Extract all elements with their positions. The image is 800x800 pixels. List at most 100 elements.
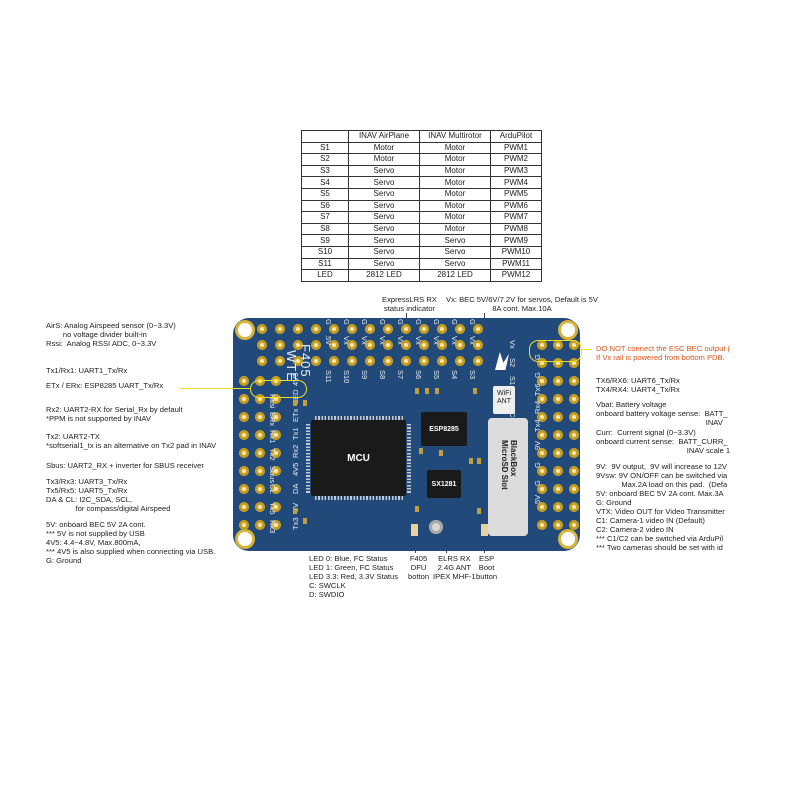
right-pad-mid[interactable] [553, 340, 563, 350]
right-pad-inner[interactable] [537, 448, 547, 458]
top-signal-pad[interactable] [437, 356, 447, 366]
top-ground-pad[interactable] [365, 324, 375, 334]
top-signal-pad[interactable] [293, 356, 303, 366]
top-signal-pad[interactable] [257, 356, 267, 366]
top-signal-pad[interactable] [347, 356, 357, 366]
left-pad-mid[interactable] [255, 394, 265, 404]
top-ground-pad[interactable] [311, 324, 321, 334]
top-signal-pad[interactable] [329, 356, 339, 366]
right-pad-outer[interactable] [569, 376, 579, 386]
left-pad-outer[interactable] [239, 484, 249, 494]
left-pad-inner[interactable] [271, 412, 281, 422]
top-signal-pad[interactable] [275, 356, 285, 366]
right-pad-mid[interactable] [553, 466, 563, 476]
top-vx-pad[interactable] [419, 340, 429, 350]
right-pad-outer[interactable] [569, 520, 579, 530]
left-pad-inner[interactable] [271, 484, 281, 494]
top-vx-pad[interactable] [437, 340, 447, 350]
left-pad-mid[interactable] [255, 520, 265, 530]
right-pad-inner[interactable] [537, 394, 547, 404]
right-pad-mid[interactable] [553, 376, 563, 386]
right-pad-mid[interactable] [553, 430, 563, 440]
left-pad-outer[interactable] [239, 448, 249, 458]
top-ground-pad[interactable] [275, 324, 285, 334]
top-ground-pad[interactable] [455, 324, 465, 334]
left-pad-mid[interactable] [255, 484, 265, 494]
left-pad-inner[interactable] [271, 394, 281, 404]
right-pad-outer[interactable] [569, 394, 579, 404]
right-pad-outer[interactable] [569, 466, 579, 476]
top-ground-pad[interactable] [419, 324, 429, 334]
left-pad-mid[interactable] [255, 466, 265, 476]
right-pad-outer[interactable] [569, 502, 579, 512]
right-pad-mid[interactable] [553, 448, 563, 458]
right-pad-inner[interactable] [537, 412, 547, 422]
top-signal-pad[interactable] [383, 356, 393, 366]
left-pad-outer[interactable] [239, 412, 249, 422]
top-signal-pad[interactable] [419, 356, 429, 366]
top-vx-pad[interactable] [347, 340, 357, 350]
top-ground-pad[interactable] [329, 324, 339, 334]
top-ground-pad[interactable] [383, 324, 393, 334]
top-vx-pad[interactable] [293, 340, 303, 350]
left-pad-inner[interactable] [271, 502, 281, 512]
right-pad-outer[interactable] [569, 484, 579, 494]
top-vx-pad[interactable] [275, 340, 285, 350]
right-pad-inner[interactable] [537, 484, 547, 494]
left-pad-mid[interactable] [255, 502, 265, 512]
right-pad-inner[interactable] [537, 520, 547, 530]
top-signal-pad[interactable] [455, 356, 465, 366]
top-vx-pad[interactable] [329, 340, 339, 350]
right-pad-inner[interactable] [537, 358, 547, 368]
top-signal-pad[interactable] [311, 356, 321, 366]
top-vx-pad[interactable] [473, 340, 483, 350]
top-vx-pad[interactable] [383, 340, 393, 350]
right-pad-outer[interactable] [569, 358, 579, 368]
left-pad-outer[interactable] [239, 394, 249, 404]
top-signal-pad[interactable] [401, 356, 411, 366]
left-pad-inner[interactable] [271, 520, 281, 530]
left-pad-mid[interactable] [255, 448, 265, 458]
right-pad-mid[interactable] [553, 394, 563, 404]
top-signal-pad[interactable] [365, 356, 375, 366]
left-pad-outer[interactable] [239, 520, 249, 530]
f405-dfu-button[interactable] [411, 524, 418, 536]
right-pad-inner[interactable] [537, 376, 547, 386]
right-pad-inner[interactable] [537, 502, 547, 512]
right-pad-outer[interactable] [569, 430, 579, 440]
left-pad-inner[interactable] [271, 430, 281, 440]
top-ground-pad[interactable] [437, 324, 447, 334]
left-pad-outer[interactable] [239, 430, 249, 440]
right-pad-mid[interactable] [553, 412, 563, 422]
top-ground-pad[interactable] [293, 324, 303, 334]
right-pad-mid[interactable] [553, 484, 563, 494]
left-pad-outer[interactable] [239, 466, 249, 476]
left-pad-mid[interactable] [255, 412, 265, 422]
top-signal-pad[interactable] [473, 356, 483, 366]
top-ground-pad[interactable] [257, 324, 267, 334]
right-pad-mid[interactable] [553, 502, 563, 512]
top-ground-pad[interactable] [473, 324, 483, 334]
left-pad-inner[interactable] [271, 376, 281, 386]
right-pad-mid[interactable] [553, 358, 563, 368]
top-vx-pad[interactable] [365, 340, 375, 350]
right-pad-inner[interactable] [537, 430, 547, 440]
esp-boot-button[interactable] [481, 524, 488, 536]
left-pad-outer[interactable] [239, 376, 249, 386]
left-pad-inner[interactable] [271, 448, 281, 458]
left-pad-inner[interactable] [271, 466, 281, 476]
left-pad-mid[interactable] [255, 430, 265, 440]
right-pad-outer[interactable] [569, 412, 579, 422]
right-pad-inner[interactable] [537, 340, 547, 350]
top-vx-pad[interactable] [311, 340, 321, 350]
top-ground-pad[interactable] [347, 324, 357, 334]
left-pad-outer[interactable] [239, 502, 249, 512]
top-vx-pad[interactable] [455, 340, 465, 350]
right-pad-mid[interactable] [553, 520, 563, 530]
right-pad-inner[interactable] [537, 466, 547, 476]
top-ground-pad[interactable] [401, 324, 411, 334]
right-pad-outer[interactable] [569, 448, 579, 458]
left-pad-mid[interactable] [255, 376, 265, 386]
top-vx-pad[interactable] [401, 340, 411, 350]
top-vx-pad[interactable] [257, 340, 267, 350]
